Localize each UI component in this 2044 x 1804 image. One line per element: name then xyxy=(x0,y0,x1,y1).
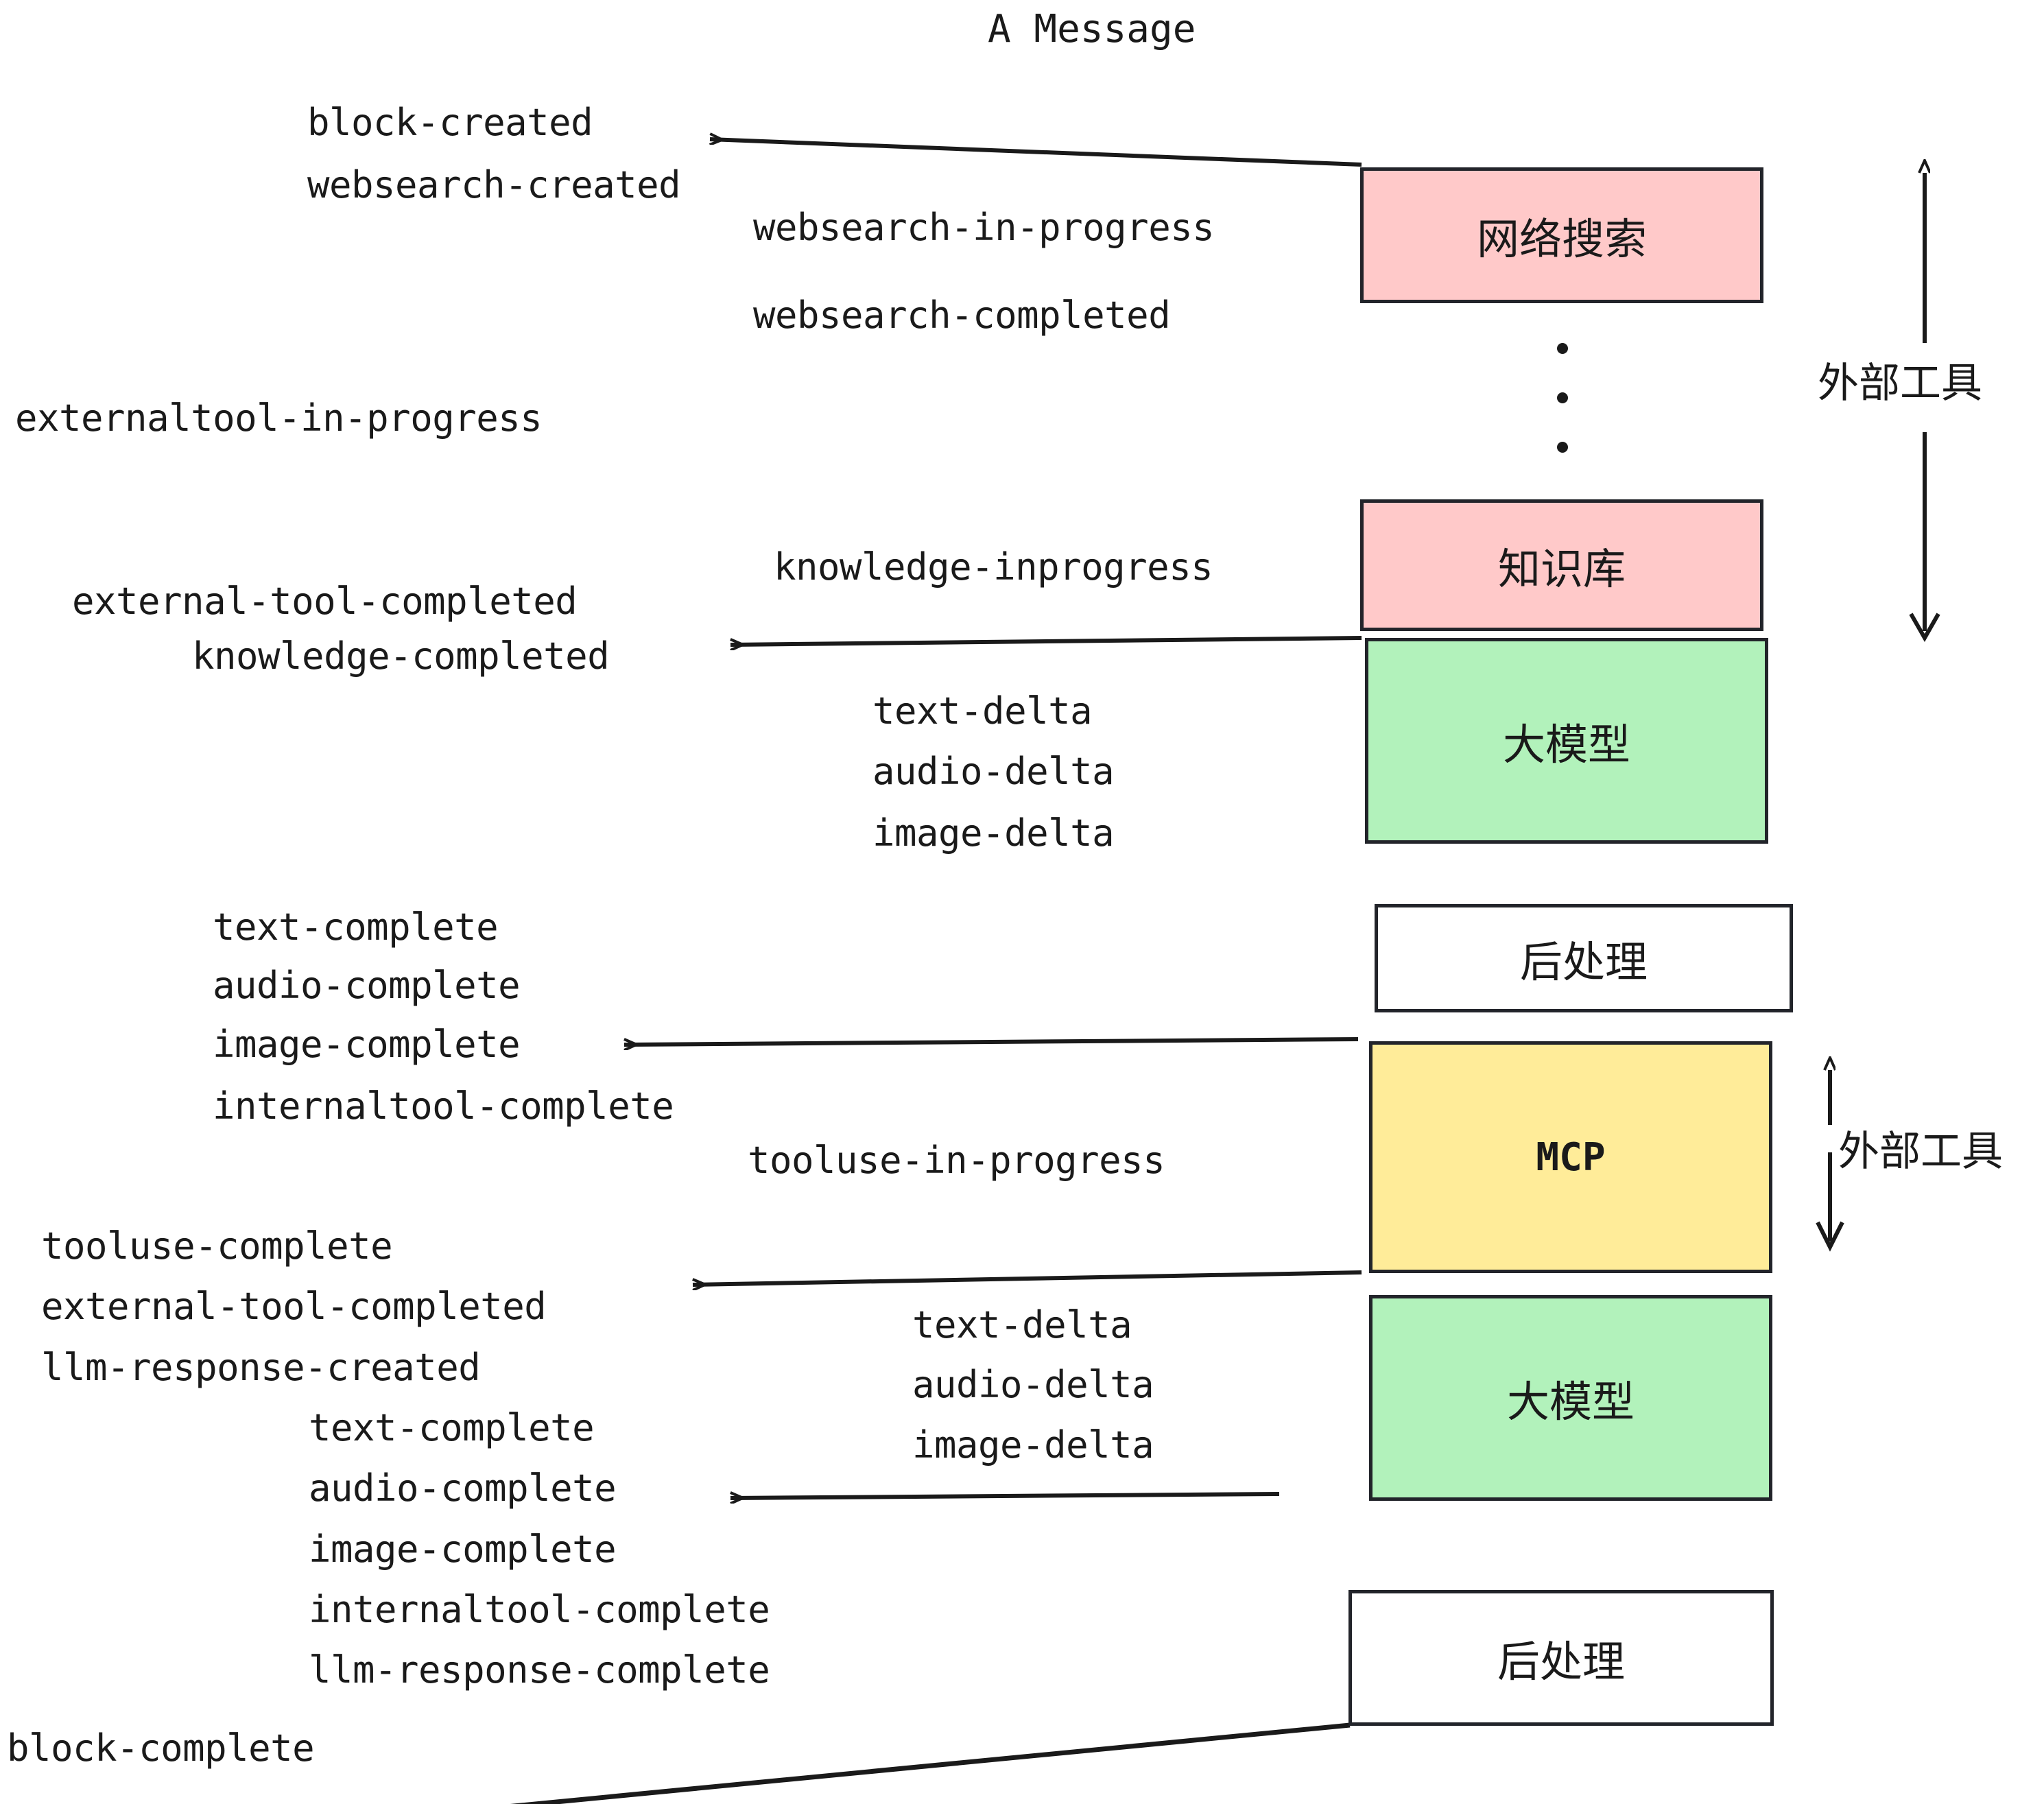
event-image-complete-2: image-complete xyxy=(309,1528,617,1571)
page-title: A Message xyxy=(988,7,1196,51)
event-llm-response-created: llm-response-created xyxy=(41,1346,481,1389)
event-externaltool-in-progress: externaltool-in-progress xyxy=(15,396,543,440)
event-block-complete: block-complete xyxy=(7,1726,315,1770)
arrow-postprocess2-to-block-complete xyxy=(510,1722,1351,1804)
ellipsis-icon xyxy=(1557,343,1568,453)
node-mcp[interactable]: MCP xyxy=(1369,1041,1772,1273)
node-llm-1[interactable]: 大模型 xyxy=(1365,638,1768,844)
arrow-mcp-to-tooluse-complete xyxy=(693,1270,1362,1285)
event-internaltool-complete-2: internaltool-complete xyxy=(309,1588,770,1631)
event-image-complete-1: image-complete xyxy=(213,1023,521,1066)
event-tooluse-complete: tooluse-complete xyxy=(41,1224,393,1268)
arrow-postprocess1-to-image-complete xyxy=(624,1037,1359,1045)
event-websearch-in-progress: websearch-in-progress xyxy=(753,206,1215,249)
event-internaltool-complete-1: internaltool-complete xyxy=(213,1084,674,1128)
event-text-complete-2: text-complete xyxy=(309,1406,595,1449)
event-llm-response-complete: llm-response-complete xyxy=(309,1648,770,1692)
event-audio-complete-2: audio-complete xyxy=(309,1467,617,1510)
node-llm-2[interactable]: 大模型 xyxy=(1369,1295,1772,1501)
node-knowledge-label: 知识库 xyxy=(1497,544,1626,594)
event-external-tool-completed-2: external-tool-completed xyxy=(41,1285,547,1328)
node-knowledge[interactable]: 知识库 xyxy=(1360,499,1763,631)
event-text-delta-1: text-delta xyxy=(872,689,1093,733)
event-websearch-created: websearch-created xyxy=(307,163,681,206)
node-llm-1-label: 大模型 xyxy=(1502,720,1630,770)
node-llm-2-label: 大模型 xyxy=(1506,1377,1635,1427)
event-audio-delta-2: audio-delta xyxy=(912,1363,1154,1406)
arrow-websearch-to-block-created xyxy=(710,139,1362,167)
side-label-external-tools-bottom: 外部工具 xyxy=(1838,1128,2003,1176)
event-text-delta-2: text-delta xyxy=(912,1303,1132,1346)
side-label-external-tools-top: 外部工具 xyxy=(1818,359,1982,407)
node-websearch[interactable]: 网络搜索 xyxy=(1360,167,1763,303)
arrow-llm2-to-audio-complete xyxy=(730,1494,1280,1498)
node-postprocess-2-label: 后处理 xyxy=(1497,1637,1625,1687)
event-knowledge-completed: knowledge-completed xyxy=(192,634,610,678)
event-websearch-completed: websearch-completed xyxy=(753,294,1171,337)
node-postprocess-2[interactable]: 后处理 xyxy=(1348,1590,1774,1726)
event-image-delta-2: image-delta xyxy=(912,1423,1154,1467)
node-postprocess-1-label: 后处理 xyxy=(1519,937,1648,987)
node-websearch-label: 网络搜索 xyxy=(1476,214,1647,264)
arrow-knowledge-to-completed xyxy=(730,636,1362,645)
event-knowledge-inprogress: knowledge-inprogress xyxy=(774,545,1213,589)
event-tooluse-in-progress: tooluse-in-progress xyxy=(748,1139,1165,1182)
node-postprocess-1[interactable]: 后处理 xyxy=(1375,904,1793,1012)
event-image-delta-1: image-delta xyxy=(872,811,1115,855)
event-block-created: block-created xyxy=(307,101,593,144)
event-audio-complete-1: audio-complete xyxy=(213,964,521,1007)
event-text-complete-1: text-complete xyxy=(213,905,499,949)
event-external-tool-completed-1: external-tool-completed xyxy=(72,580,578,623)
node-mcp-label: MCP xyxy=(1536,1135,1606,1180)
event-audio-delta-1: audio-delta xyxy=(872,750,1115,793)
